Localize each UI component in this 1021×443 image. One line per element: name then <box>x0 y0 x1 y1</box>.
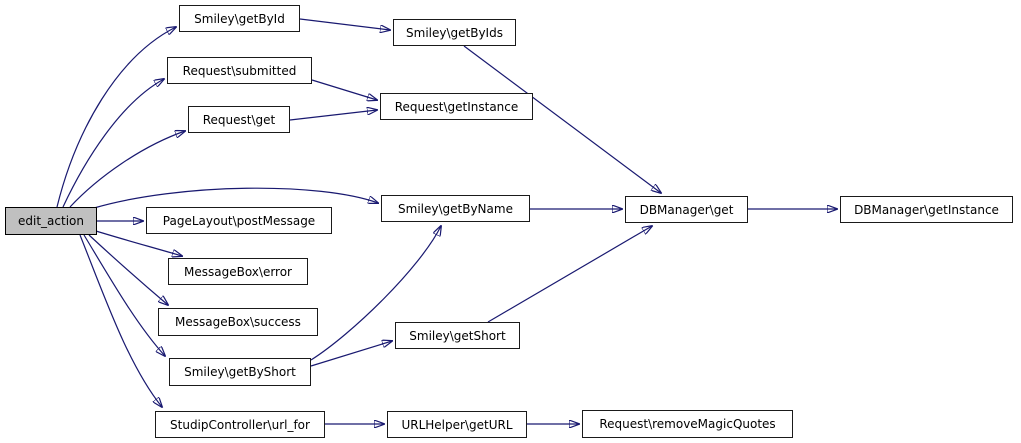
edge-edit-action-to-messagebox-success <box>88 234 168 305</box>
edge-edit-action-to-smiley-getbyid <box>56 27 176 208</box>
node-smiley-getshort[interactable]: Smiley\getShort <box>395 322 520 349</box>
edge-edit-action-to-smiley-getbyshort <box>83 234 165 356</box>
node-smiley-getbyshort[interactable]: Smiley\getByShort <box>169 358 311 386</box>
node-messagebox-success[interactable]: MessageBox\success <box>158 308 318 336</box>
edge-edit-action-to-request-get <box>69 131 185 208</box>
node-pagelayout-postmessage[interactable]: PageLayout\postMessage <box>146 207 332 234</box>
edge-request-get-to-request-getinstance <box>289 110 377 121</box>
node-request-getinstance[interactable]: Request\getInstance <box>380 93 533 120</box>
node-request-submitted[interactable]: Request\submitted <box>167 57 312 84</box>
node-request-get[interactable]: Request\get <box>188 106 290 133</box>
node-smiley-getbyname[interactable]: Smiley\getByName <box>381 195 530 222</box>
node-smiley-getbyid[interactable]: Smiley\getById <box>179 5 300 32</box>
edge-edit-action-to-smiley-getbyname <box>93 187 378 209</box>
node-messagebox-error[interactable]: MessageBox\error <box>168 258 308 285</box>
edge-smiley-getbyid-to-smiley-getbyids <box>299 18 390 30</box>
node-studipcontroller-url-for[interactable]: StudipController\url_for <box>155 411 325 438</box>
edge-request-submitted-to-request-getinstance <box>311 79 377 100</box>
node-request-removemagicquotes[interactable]: Request\removeMagicQuotes <box>582 410 793 438</box>
edge-edit-action-to-messagebox-error <box>95 230 182 256</box>
node-dbmanager-get[interactable]: DBManager\get <box>625 196 748 223</box>
edge-smiley-getshort-to-dbmanager-get <box>487 226 652 323</box>
node-dbmanager-getinstance[interactable]: DBManager\getInstance <box>840 196 1013 223</box>
edge-edit-action-to-request-submitted <box>62 79 164 208</box>
node-urlhelper-geturl[interactable]: URLHelper\getURL <box>387 411 527 438</box>
edge-smiley-getbyids-to-dbmanager-get <box>463 45 661 193</box>
edge-smiley-getbyshort-to-smiley-getbyname <box>310 226 441 361</box>
edge-smiley-getbyshort-to-smiley-getshort <box>310 341 392 367</box>
edge-edit-action-to-studipcontroller-url-for <box>79 234 162 407</box>
node-edit-action: edit_action <box>5 207 97 235</box>
node-smiley-getbyids[interactable]: Smiley\getByIds <box>393 19 516 46</box>
